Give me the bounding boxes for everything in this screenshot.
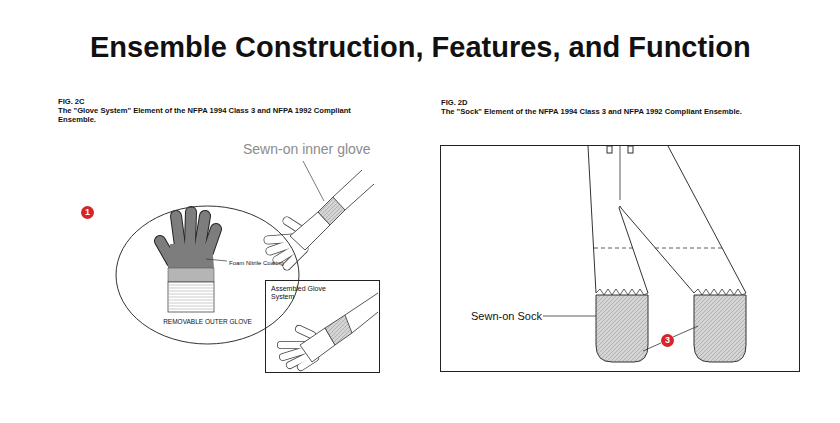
callout-text: 3	[661, 334, 674, 347]
figure-caption: The "Glove System" Element of the NFPA 1…	[58, 106, 368, 124]
figure-number: FIG. 2D	[441, 98, 468, 107]
outer-glove-drawing	[160, 212, 227, 312]
part-label: Sewn-on Sock	[471, 310, 542, 323]
inset-label: Assembled Glove System	[271, 285, 333, 302]
part-label: Sewn-on inner glove	[243, 141, 371, 158]
glove-oval: Foam Nitrile CoatingREMOVABLE OUTER GLOV…	[115, 205, 300, 345]
part-label: Foam Nitrile Coating	[229, 260, 284, 267]
figure-frame: FIG. 2DThe "Sock" Element of the NFPA 19…	[440, 145, 800, 372]
figure-title: Ensemble Construction, Features, and Fun…	[90, 30, 751, 65]
trousers-drawing	[543, 146, 746, 362]
leader-line	[303, 161, 324, 201]
callout-number: 1	[81, 206, 94, 219]
inset-box: Assembled Glove System	[265, 280, 380, 373]
leader-line	[643, 343, 661, 351]
callout-number: 3	[661, 334, 674, 347]
leader-line	[206, 259, 227, 261]
figure-caption: The "Sock" Element of the NFPA 1994 Clas…	[441, 107, 771, 116]
assembled-glove-drawing	[281, 293, 378, 367]
callout-text: 1	[81, 206, 94, 219]
inner-glove-drawing	[268, 161, 374, 266]
part-label: REMOVABLE OUTER GLOVE	[115, 318, 300, 326]
leader-line	[673, 326, 698, 337]
leader-line	[543, 316, 596, 317]
oval-outline	[116, 206, 299, 344]
figure-number: FIG. 2C	[58, 97, 85, 106]
